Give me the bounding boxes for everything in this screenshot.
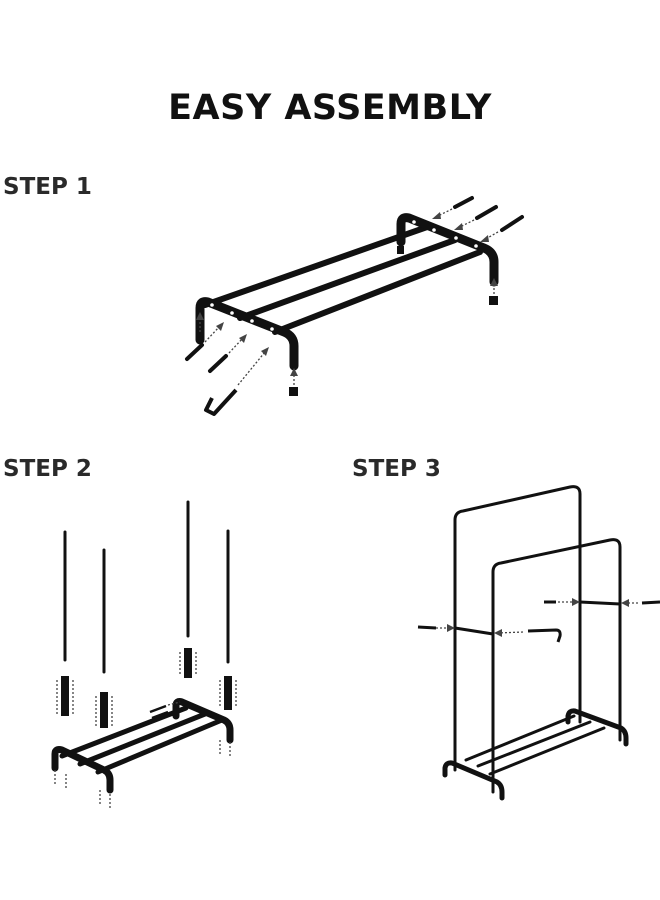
- right-bracket: [565, 708, 629, 747]
- shelf-bar-back: [95, 717, 225, 775]
- left-bracket: [442, 760, 505, 801]
- foot-cap: [289, 387, 298, 396]
- hanging-bar: [453, 626, 495, 636]
- hanging-bar: [578, 600, 622, 606]
- shelf-bar-front: [202, 223, 433, 308]
- step-3-label: STEP 3: [352, 456, 441, 482]
- step-2-label: STEP 2: [3, 456, 92, 482]
- back-upright-frame: [453, 485, 582, 772]
- front-upright-frame: [491, 538, 622, 794]
- right-bracket: [396, 213, 499, 287]
- shelf-bar-middle: [237, 237, 458, 321]
- hex-key-icon: [204, 347, 269, 416]
- shelf-bar-front: [464, 714, 576, 762]
- screw-icon: [208, 334, 247, 373]
- foot-cap: [489, 296, 498, 305]
- connector-icon: [61, 648, 232, 728]
- screw-icon: [454, 205, 498, 230]
- foot-cap: [197, 332, 204, 340]
- left-bracket: [51, 746, 114, 794]
- screw-icon: [432, 196, 474, 219]
- foot-arrows: [54, 740, 231, 810]
- hex-key-icon: [494, 628, 562, 643]
- insert-arrows: [56, 652, 237, 726]
- screw-icon: [544, 598, 580, 606]
- foot-cap: [397, 246, 404, 254]
- bolt-holes: [210, 220, 478, 331]
- shelf-bar-back: [488, 726, 606, 776]
- right-bracket: [172, 698, 234, 744]
- shelf-bar-front: [59, 705, 189, 759]
- shelf-bar-middle: [476, 720, 592, 768]
- screw-icon: [149, 701, 181, 720]
- shelf-bar-back: [272, 249, 483, 335]
- screw-icon: [621, 599, 660, 607]
- screw-icon: [480, 215, 524, 242]
- screw-icon: [417, 624, 455, 632]
- screw-icon: [185, 322, 224, 361]
- shelf-bar-middle: [77, 711, 208, 767]
- left-bracket: [195, 297, 299, 371]
- page-title: EASY ASSEMBLY: [168, 88, 492, 128]
- step-1-label: STEP 1: [3, 174, 92, 200]
